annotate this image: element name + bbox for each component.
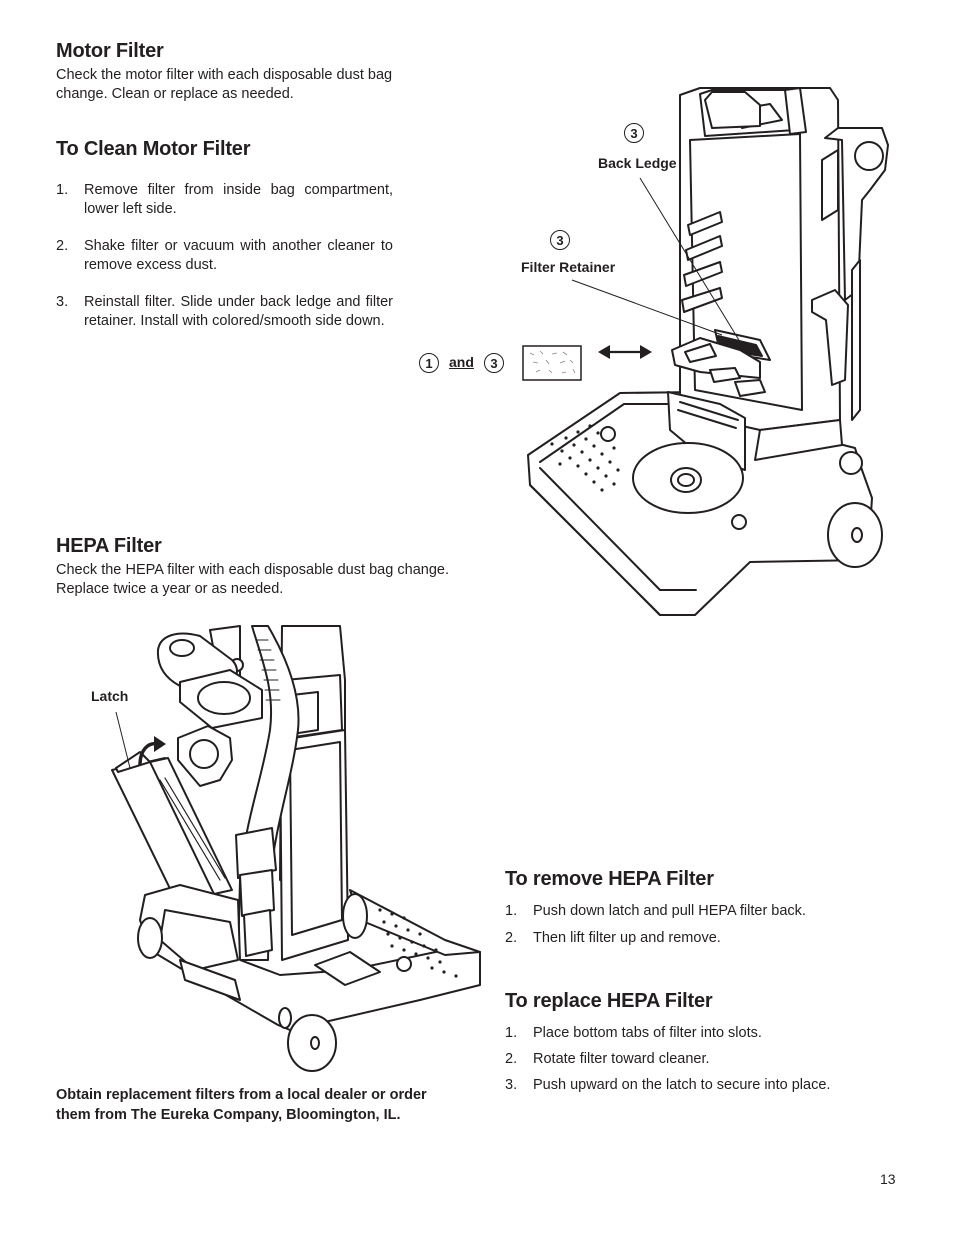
list-item: 2. Shake filter or vacuum with another cl… [56, 237, 393, 275]
callout-number: 3 [484, 353, 504, 373]
step-text: Remove filter from inside bag compartmen… [84, 182, 393, 217]
step-number: 2. [505, 930, 518, 946]
step-text: Then lift filter up and remove. [533, 930, 721, 946]
step-text: Place bottom tabs of filter into slots. [533, 1025, 762, 1041]
step-text: Rotate filter toward cleaner. [533, 1051, 710, 1067]
callout-number: 3 [624, 123, 644, 143]
list-item: 3. Reinstall filter. Slide under back led… [56, 293, 393, 331]
callout-back-ledge-label: Back Ledge [598, 155, 677, 171]
hepa-filter-text: Check the HEPA filter with each disposab… [56, 562, 449, 597]
list-item: 2. Then lift filter up and remove. [505, 929, 925, 948]
callout-number: 1 [419, 353, 439, 373]
callout-and-label: and [449, 354, 474, 370]
step-number: 3. [56, 294, 69, 310]
motor-filter-heading: Motor Filter [56, 40, 164, 62]
step-number: 2. [56, 238, 69, 254]
step-number: 3. [505, 1077, 518, 1093]
step-text: Push down latch and pull HEPA filter bac… [533, 903, 806, 919]
step-text: Shake filter or vacuum with another clea… [84, 238, 393, 273]
list-item: 2. Rotate filter toward cleaner. [505, 1050, 925, 1069]
step-text: Reinstall filter. Slide under back ledge… [84, 294, 393, 329]
step-number: 1. [505, 1025, 518, 1041]
latch-label: Latch [91, 688, 129, 704]
hepa-filter-heading: HEPA Filter [56, 535, 162, 557]
clean-motor-filter-steps: 1. Remove filter from inside bag compartm… [56, 181, 393, 331]
replace-hepa-steps: 1. Place bottom tabs of filter into slots… [505, 1024, 925, 1095]
step-number: 1. [505, 903, 518, 919]
vacuum-hepa-filter-illustration [0, 620, 954, 1080]
list-item: 3. Push upward on the latch to secure int… [505, 1076, 925, 1095]
callout-number: 3 [550, 230, 570, 250]
motor-filter-text: Check the motor filter with each disposa… [56, 67, 393, 102]
clean-motor-filter-heading: To Clean Motor Filter [56, 138, 251, 160]
remove-hepa-steps: 1. Push down latch and pull HEPA filter b… [505, 902, 925, 948]
step-text: Push upward on the latch to secure into … [533, 1077, 831, 1093]
vacuum-motor-filter-illustration [0, 0, 954, 640]
callout-filter-retainer-label: Filter Retainer [521, 259, 616, 275]
page-number: 13 [880, 1171, 896, 1187]
list-item: 1. Push down latch and pull HEPA filter b… [505, 902, 925, 921]
replace-hepa-heading: To replace HEPA Filter [505, 990, 713, 1012]
step-number: 2. [505, 1051, 518, 1067]
remove-hepa-heading: To remove HEPA Filter [505, 868, 714, 890]
list-item: 1. Remove filter from inside bag compartm… [56, 181, 393, 219]
replacement-filters-note: Obtain replacement filters from a local … [56, 1087, 427, 1123]
list-item: 1. Place bottom tabs of filter into slots… [505, 1024, 925, 1043]
step-number: 1. [56, 182, 69, 198]
